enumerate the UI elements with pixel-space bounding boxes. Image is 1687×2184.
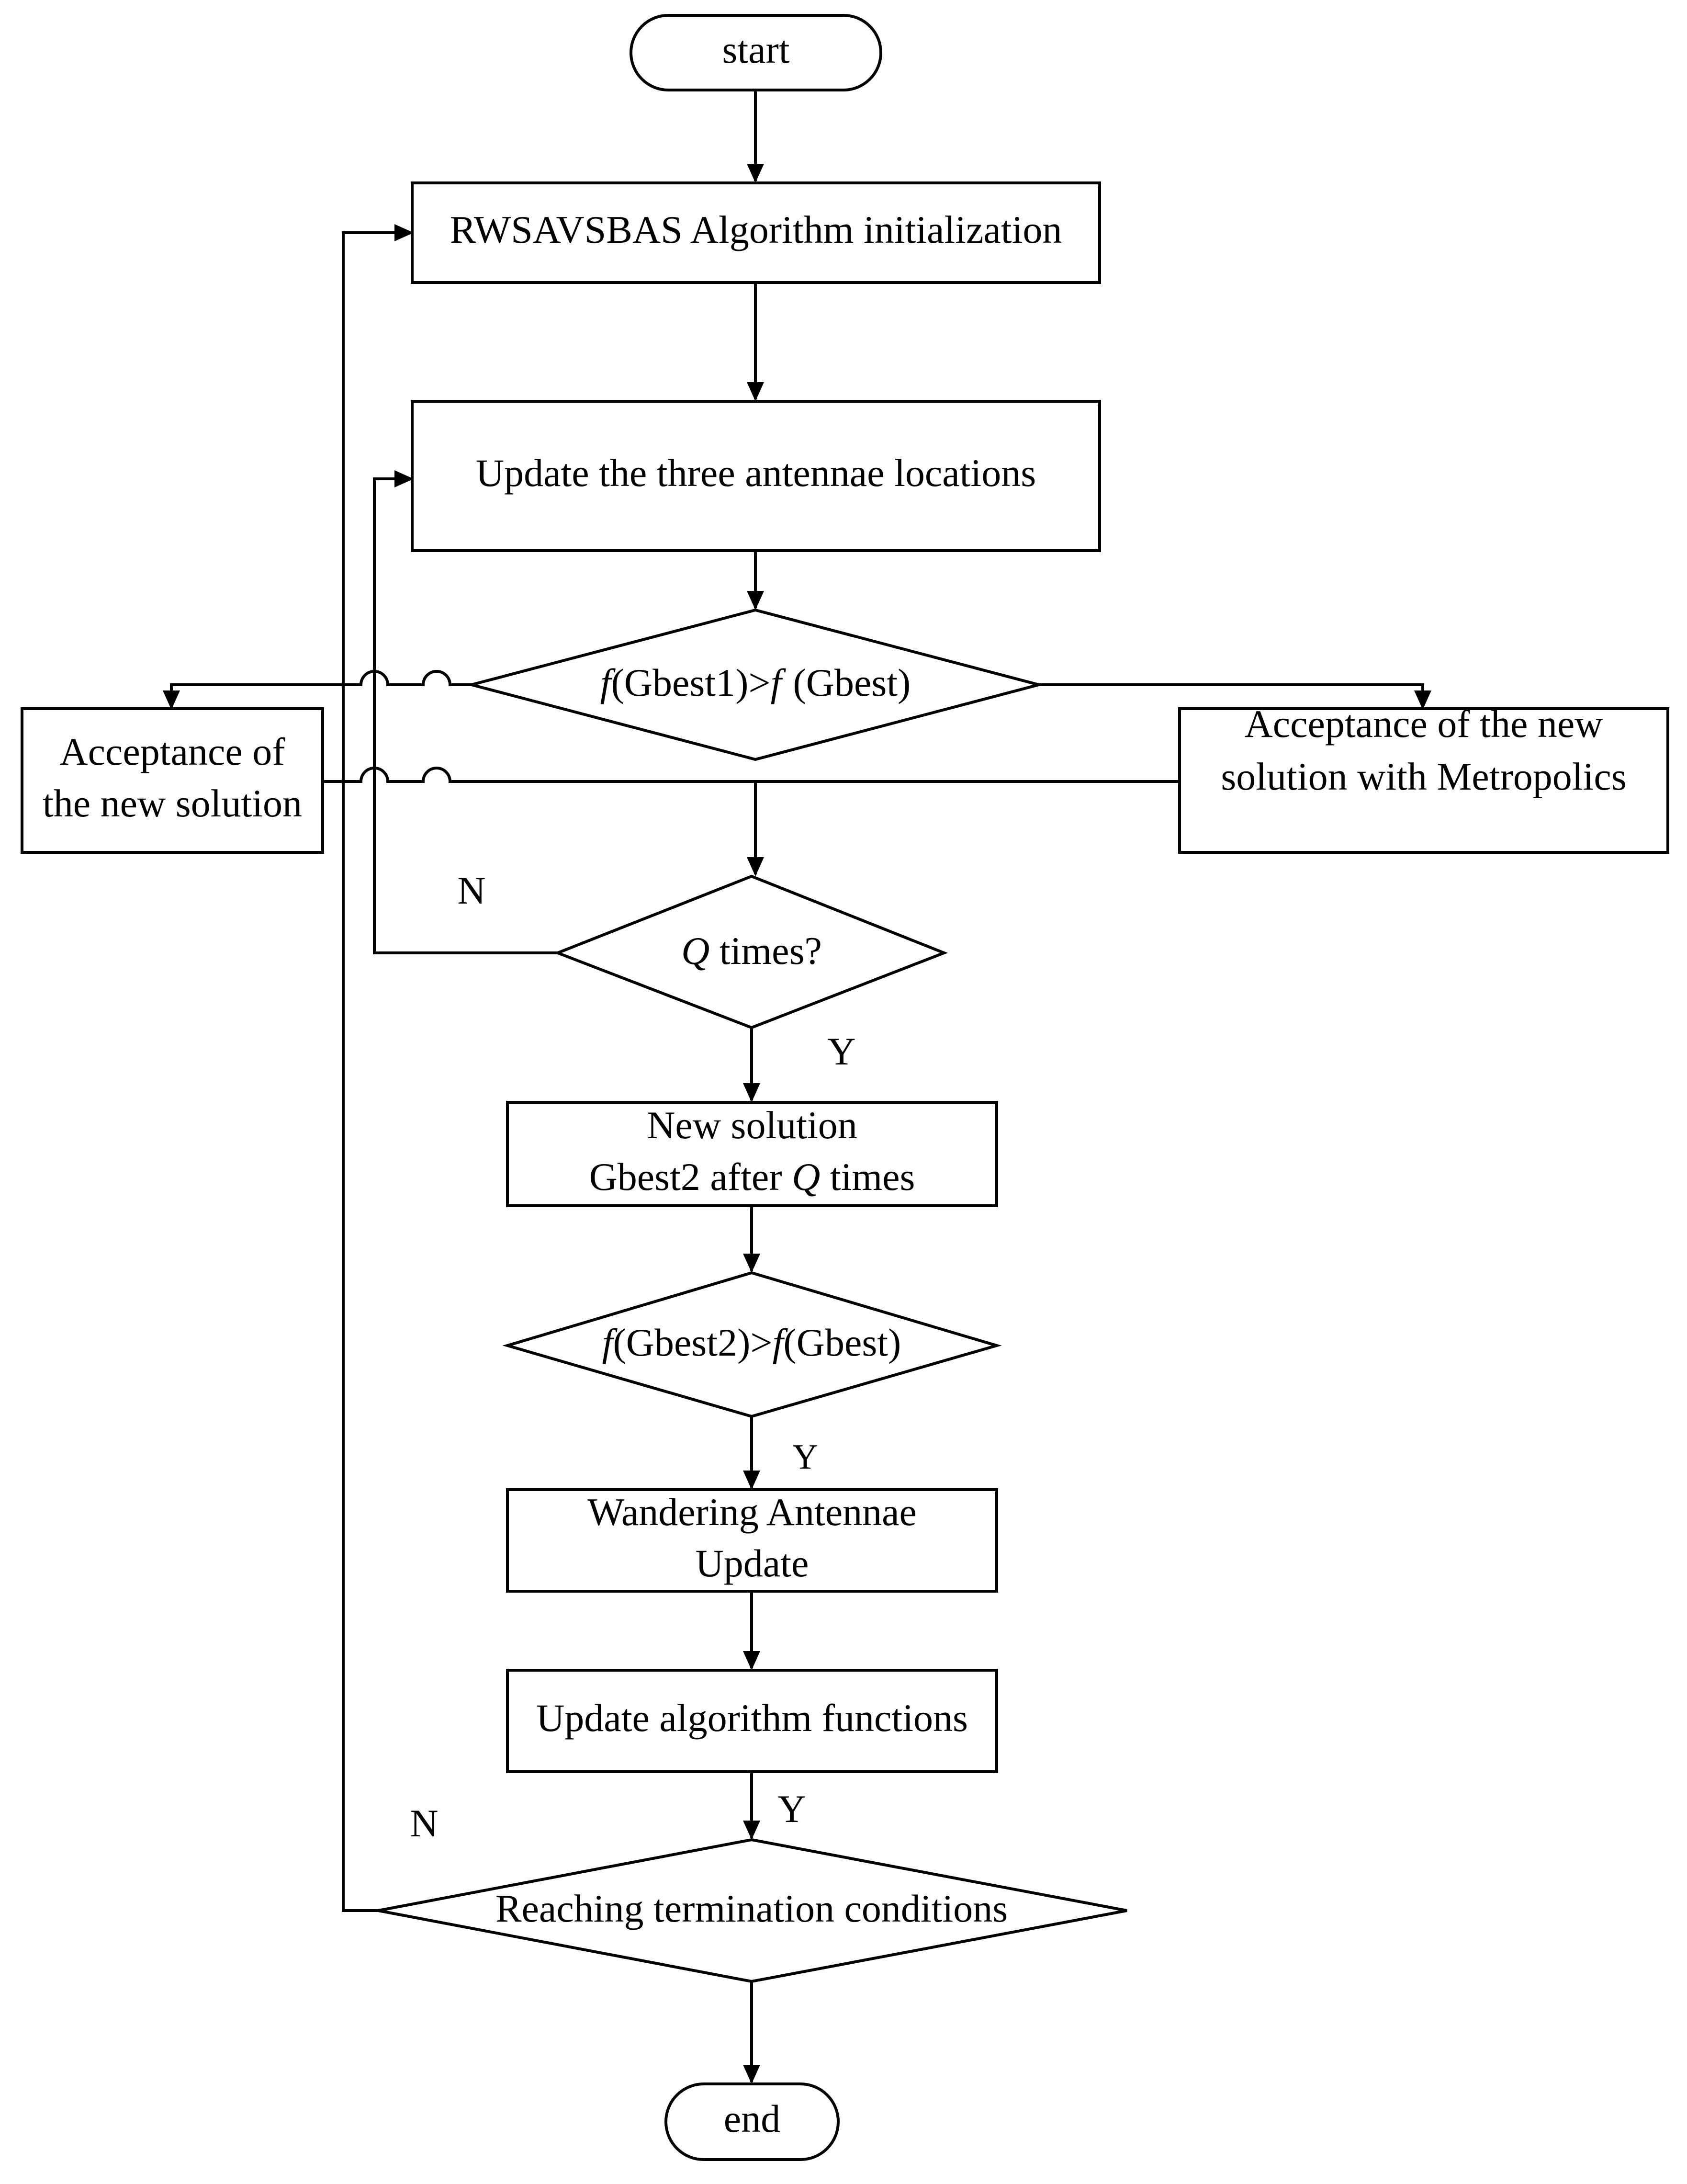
- qtimes-decision: Q times?: [553, 874, 948, 1030]
- new-solution-line1: New solution: [647, 1103, 857, 1147]
- update-funcs-label: Update algorithm functions: [536, 1696, 968, 1740]
- termination-decision: Reaching termination conditions: [378, 1838, 1127, 1983]
- termination-label: Reaching termination conditions: [495, 1887, 1008, 1930]
- qtimes-rest: times?: [709, 929, 822, 973]
- new-solution-post: times: [820, 1155, 915, 1199]
- wandering-line1: Wandering Antennae: [587, 1490, 917, 1534]
- edge-termination-no-loop: [342, 224, 414, 1912]
- new-solution-q: Q: [792, 1155, 820, 1199]
- qtimes-yes-label: Y: [827, 1030, 855, 1073]
- new-solution-line2: Gbest2 after Q times: [589, 1155, 915, 1199]
- cond1-mid: (Gbest1)>: [611, 661, 770, 704]
- start-label: start: [722, 28, 789, 71]
- end-terminal: end: [664, 2082, 840, 2161]
- wandering-line2: Update: [696, 1541, 809, 1585]
- edge-labels: N Y Y Y N: [410, 869, 855, 1845]
- qtimes-label: Q times?: [681, 929, 822, 973]
- new-solution-process: New solution Gbest2 after Q times: [506, 1101, 998, 1207]
- end-label: end: [724, 2097, 780, 2140]
- cond2-decision: f(Gbest2)>f(Gbest): [502, 1271, 1002, 1418]
- cond1-label: f(Gbest1)>f(Gbest): [600, 661, 911, 704]
- cond1-decision: f(Gbest1)>f(Gbest): [466, 608, 1045, 761]
- init-process: RWSAVSBAS Algorithm initialization: [411, 181, 1101, 284]
- edge-qtimes-no-loop: [373, 470, 558, 954]
- cond2-label: f(Gbest2)>f(Gbest): [602, 1321, 901, 1364]
- accept-right-process: Acceptance of the new solution with Metr…: [1178, 702, 1669, 854]
- funcs-yes-label: Y: [777, 1787, 806, 1831]
- cond1-tail: (Gbest): [793, 661, 911, 704]
- accept-right-line1: Acceptance of the new: [1245, 702, 1603, 746]
- termination-no-label: N: [410, 1801, 438, 1845]
- edge-cond1-to-accept-left: [163, 670, 472, 710]
- edge-accept-left-merge: [323, 767, 755, 783]
- new-solution-pre: Gbest2 after: [589, 1155, 792, 1199]
- cond2-mid: (Gbest2)>: [613, 1321, 772, 1364]
- update-three-label: Update the three antennae locations: [476, 451, 1036, 495]
- accept-left-line1: Acceptance of: [59, 730, 285, 773]
- accept-left-line2: the new solution: [43, 781, 302, 825]
- qtimes-no-label: N: [457, 869, 485, 912]
- accept-right-line2: solution with Metropolics: [1221, 755, 1626, 798]
- qtimes-q: Q: [681, 929, 709, 973]
- init-label: RWSAVSBAS Algorithm initialization: [450, 208, 1062, 251]
- connectors: [163, 91, 1431, 2084]
- cond2-tail: (Gbest): [783, 1321, 901, 1364]
- update-funcs-process: Update algorithm functions: [506, 1669, 998, 1773]
- update-three-process: Update the three antennae locations: [411, 400, 1101, 552]
- cond2-yes-label: Y: [792, 1437, 818, 1477]
- accept-left-process: Acceptance of the new solution: [21, 707, 324, 854]
- wandering-process: Wandering Antennae Update: [506, 1488, 998, 1593]
- edge-cond1-to-accept-right: [1039, 683, 1431, 710]
- start-terminal: start: [630, 14, 882, 91]
